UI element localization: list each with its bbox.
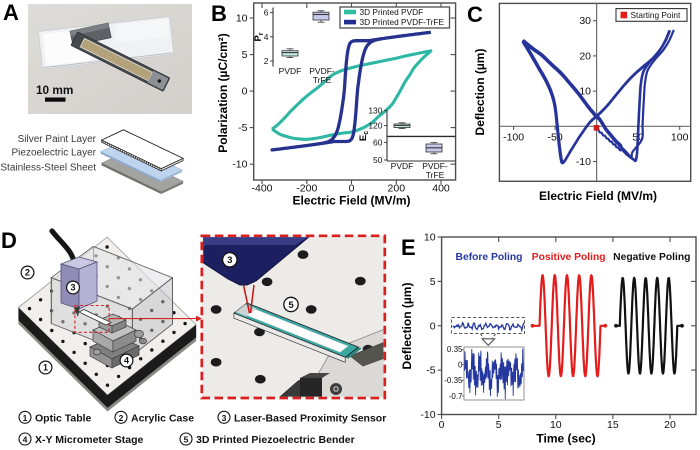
svg-text:-10: -10 — [576, 156, 591, 168]
svg-text:-0.35: -0.35 — [444, 376, 463, 385]
svg-text:20: 20 — [579, 50, 591, 62]
svg-text:Piezoelectric Layer: Piezoelectric Layer — [12, 148, 97, 159]
svg-text:0: 0 — [242, 86, 248, 98]
svg-text:10 mm: 10 mm — [36, 83, 73, 97]
svg-text:Polarization (µC/cm²): Polarization (µC/cm²) — [216, 33, 230, 153]
svg-text:TrFE: TrFE — [426, 170, 445, 180]
svg-text:-100: -100 — [503, 132, 524, 144]
svg-text:200: 200 — [388, 183, 406, 195]
svg-text:Before Poling: Before Poling — [456, 252, 523, 263]
svg-text:15: 15 — [607, 419, 619, 431]
svg-text:B: B — [211, 1, 227, 26]
svg-text:Positive Poling: Positive Poling — [532, 252, 606, 263]
svg-text:-200: -200 — [296, 183, 317, 195]
svg-text:PVDF-: PVDF- — [309, 66, 335, 76]
svg-text:100: 100 — [671, 132, 689, 144]
svg-text:PVDF: PVDF — [391, 161, 414, 171]
svg-text:Laser-Based Proximity Sensor: Laser-Based Proximity Sensor — [234, 412, 386, 424]
svg-text:1: 1 — [43, 363, 48, 373]
svg-text:A: A — [3, 0, 19, 25]
svg-text:4: 4 — [23, 435, 28, 445]
svg-text:20: 20 — [664, 419, 676, 431]
svg-text:Acrylic Case: Acrylic Case — [131, 412, 194, 424]
svg-text:Electric Field (MV/m): Electric Field (MV/m) — [292, 194, 410, 208]
svg-text:TrFE: TrFE — [313, 75, 332, 85]
svg-text:C: C — [467, 2, 483, 27]
svg-text:5: 5 — [288, 300, 294, 311]
svg-text:4: 4 — [264, 32, 269, 42]
svg-text:-10: -10 — [232, 159, 247, 171]
svg-text:10: 10 — [424, 232, 436, 244]
svg-text:-400: -400 — [251, 183, 272, 195]
svg-text:5: 5 — [430, 276, 436, 288]
svg-text:2: 2 — [264, 56, 269, 66]
svg-text:-10: -10 — [420, 409, 435, 421]
svg-text:-0.7: -0.7 — [449, 392, 463, 401]
svg-text:Starting Point: Starting Point — [631, 10, 682, 20]
svg-text:Optic Table: Optic Table — [35, 412, 92, 424]
svg-text:PVDF: PVDF — [279, 66, 302, 76]
svg-text:-5: -5 — [426, 365, 435, 377]
svg-text:Ec: Ec — [358, 131, 370, 141]
svg-text:0: 0 — [439, 419, 445, 431]
svg-text:3: 3 — [70, 283, 75, 293]
svg-text:10: 10 — [236, 13, 248, 25]
svg-text:3: 3 — [227, 255, 232, 266]
svg-text:1: 1 — [23, 413, 28, 423]
svg-text:130: 130 — [368, 106, 382, 116]
svg-text:30: 30 — [579, 15, 591, 27]
svg-text:120: 120 — [368, 121, 382, 131]
svg-text:0: 0 — [349, 183, 355, 195]
svg-text:5: 5 — [496, 419, 502, 431]
svg-text:Stainless-Steel Sheet: Stainless-Steel Sheet — [0, 163, 96, 174]
svg-text:5: 5 — [242, 49, 248, 61]
svg-text:10: 10 — [579, 86, 591, 98]
svg-text:5: 5 — [184, 435, 189, 445]
svg-text:D: D — [1, 228, 17, 253]
svg-text:Pr: Pr — [253, 32, 265, 41]
svg-text:0.35: 0.35 — [447, 345, 463, 354]
svg-text:Negative Poling: Negative Poling — [613, 252, 690, 263]
svg-text:50: 50 — [373, 155, 383, 165]
svg-text:3D Printed PVDF: 3D Printed PVDF — [360, 7, 424, 17]
svg-text:X-Y Micrometer Stage: X-Y Micrometer Stage — [35, 434, 144, 446]
svg-text:0: 0 — [458, 360, 463, 369]
svg-text:0: 0 — [430, 320, 436, 332]
svg-text:10: 10 — [550, 419, 562, 431]
svg-text:E: E — [401, 235, 416, 260]
svg-text:6: 6 — [264, 8, 269, 18]
svg-text:Deflection (µm): Deflection (µm) — [473, 49, 487, 136]
svg-text:3D Printed Piezoelectric Bende: 3D Printed Piezoelectric Bender — [196, 434, 355, 446]
svg-text:Electric Field (MV/m): Electric Field (MV/m) — [539, 189, 657, 203]
svg-text:400: 400 — [432, 183, 450, 195]
svg-text:Time (sec): Time (sec) — [536, 432, 595, 446]
svg-text:60: 60 — [373, 137, 383, 147]
svg-text:-50: -50 — [548, 132, 563, 144]
svg-text:Silver Paint Layer: Silver Paint Layer — [18, 134, 97, 145]
svg-text:2: 2 — [119, 413, 124, 423]
svg-text:3D Printed PVDF-TrFE: 3D Printed PVDF-TrFE — [360, 17, 445, 27]
svg-text:PVDF-: PVDF- — [422, 161, 448, 171]
svg-text:-5: -5 — [238, 122, 247, 134]
svg-text:2: 2 — [25, 268, 30, 278]
svg-text:4: 4 — [124, 356, 129, 366]
svg-text:Deflection (µm): Deflection (µm) — [400, 283, 414, 370]
svg-text:3: 3 — [222, 413, 227, 423]
